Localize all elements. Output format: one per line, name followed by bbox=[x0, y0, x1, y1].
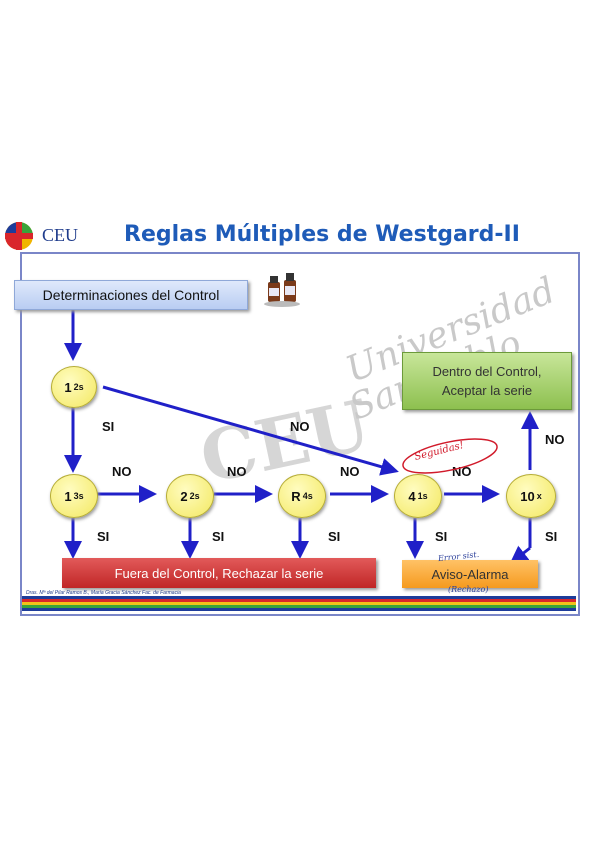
annotation-rechazo: (Rechazo) bbox=[448, 585, 489, 594]
accept-box-line2: Aceptar la serie bbox=[441, 383, 533, 398]
node-1-2s-main: 1 bbox=[64, 379, 72, 395]
warning-box: Aviso-Alarma bbox=[402, 560, 538, 588]
stripe-blue-2 bbox=[22, 608, 576, 611]
logo-text: CEU bbox=[42, 225, 78, 245]
label-no-1: NO bbox=[290, 419, 310, 434]
reject-box: Fuera del Control, Rechazar la serie bbox=[62, 558, 376, 588]
label-no-6: NO bbox=[545, 432, 565, 447]
stripe-red bbox=[22, 599, 576, 602]
label-si-2: SI bbox=[97, 529, 110, 544]
ceu-logo: CEU bbox=[4, 219, 114, 253]
label-si-1: SI bbox=[102, 419, 115, 434]
node-10x-sub: x bbox=[536, 491, 542, 501]
label-si-4: SI bbox=[328, 529, 341, 544]
accept-box-line1: Dentro del Control, bbox=[432, 364, 542, 379]
node-r-4s-sub: 4s bbox=[302, 491, 313, 501]
handwritten-circle-icon bbox=[402, 438, 498, 474]
node-1-3s-main: 1 bbox=[64, 488, 72, 504]
cross-emblem-icon bbox=[5, 222, 33, 250]
label-si-3: SI bbox=[212, 529, 225, 544]
stripe-green bbox=[22, 605, 576, 608]
node-r-4s-main: R bbox=[291, 488, 301, 504]
stripe-yellow bbox=[22, 602, 576, 605]
accept-box: Dentro del Control, Aceptar la serie bbox=[402, 352, 572, 410]
label-no-5: NO bbox=[452, 464, 472, 479]
label-si-5: SI bbox=[435, 529, 448, 544]
page-title: Reglas Múltiples de Westgard-II bbox=[124, 222, 520, 247]
label-no-3: NO bbox=[227, 464, 247, 479]
node-4-1s-sub: 1s bbox=[417, 491, 428, 501]
label-si-6: SI bbox=[545, 529, 558, 544]
node-4-1s-main: 4 bbox=[408, 488, 416, 504]
node-2-2s-main: 2 bbox=[180, 488, 188, 504]
node-2-2s-sub: 2s bbox=[189, 491, 200, 501]
label-no-4: NO bbox=[340, 464, 360, 479]
reagent-vials-icon bbox=[264, 273, 300, 307]
stripe-blue bbox=[22, 596, 576, 599]
start-box: Determinaciones del Control bbox=[14, 280, 248, 310]
label-no-2: NO bbox=[112, 464, 132, 479]
footer-credit: Dras. Mª del Pilar Ramos B., María Graci… bbox=[26, 590, 181, 596]
arrow-10x-to-warning-head bbox=[509, 545, 531, 564]
node-1-2s-sub: 2s bbox=[73, 382, 84, 392]
arrow-1-2s-to-4-1s bbox=[102, 385, 399, 476]
node-10x-main: 10 bbox=[520, 488, 535, 504]
node-1-3s-sub: 3s bbox=[73, 491, 84, 501]
